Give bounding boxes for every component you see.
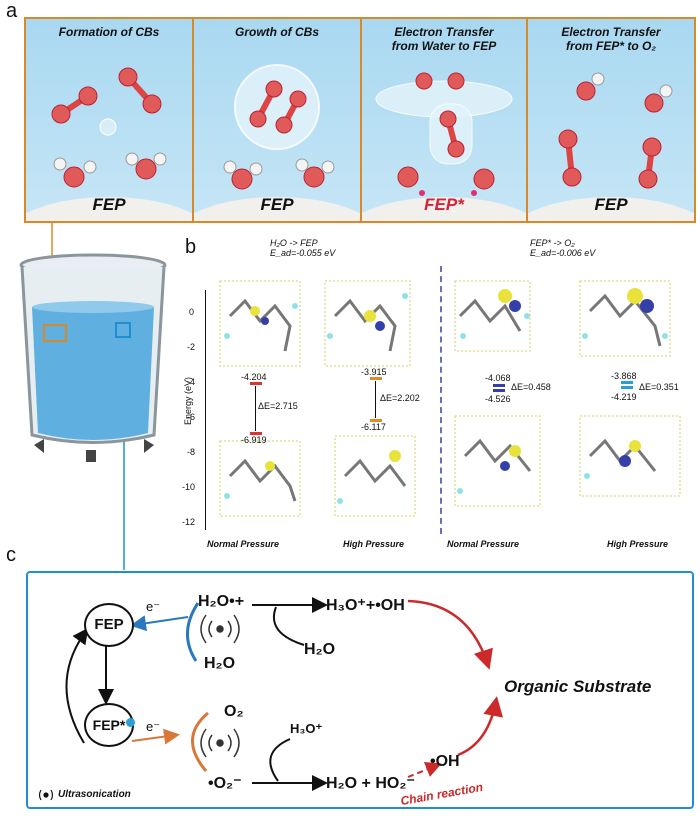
delta-e: ΔE=2.715 [258, 401, 298, 411]
level-upper [250, 382, 262, 385]
panel-b-energy-levels: H₂O -> FEP E_ad=-0.055 eV FEP* -> O₂ E_a… [175, 236, 695, 556]
adsorption-energy-1: E_ad=-0.055 eV [270, 248, 335, 258]
delta-e: ΔE=0.351 [639, 382, 679, 392]
electron-label-bottom: e⁻ [146, 719, 160, 735]
level-upper [370, 377, 382, 380]
h2o-reactant-2: H₂O [304, 641, 335, 659]
h2o-reactant: H₂O [204, 655, 235, 673]
level-lower-value: -6.919 [241, 435, 267, 445]
fep-node: FEP [84, 603, 134, 647]
h2o-ho2-products: H₂O + HO₂⁻ [326, 773, 415, 793]
oxygen: O₂ [224, 703, 244, 721]
adsorption-energy-2: E_ad=-0.006 eV [530, 248, 595, 258]
level-upper-value: -4.068 [485, 373, 511, 383]
condition-label: High Pressure [343, 539, 404, 549]
y-axis-line [205, 290, 206, 530]
superoxide-radical: •O₂⁻ [208, 773, 242, 793]
organic-substrate: Organic Substrate [504, 677, 651, 697]
electron-label-top: e⁻ [146, 599, 160, 615]
electron-dot [126, 718, 135, 727]
reaction-label-2: FEP* -> O₂ [530, 238, 595, 248]
condition-label: Normal Pressure [207, 539, 279, 549]
hydroxyl-radical: •OH [430, 753, 460, 771]
delta-e: ΔE=2.202 [380, 393, 420, 403]
level-upper-value: -3.868 [611, 371, 637, 381]
level-upper-value: -3.915 [361, 367, 387, 377]
h3o-plus-oh: H₃O⁺+•OH [326, 595, 405, 615]
y-tick: -6 [187, 412, 195, 422]
ultrasonic-beaker [8, 245, 178, 475]
level-upper [493, 384, 505, 387]
reaction-label-1: H₂O -> FEP [270, 238, 335, 248]
h2o-radical-cation: H₂O•+ [198, 593, 244, 611]
level-lower [621, 386, 633, 389]
condition-label: Normal Pressure [447, 539, 519, 549]
hydronium: H₃O⁺ [290, 721, 322, 737]
level-lower [493, 389, 505, 392]
level-upper-value: -4.204 [241, 372, 267, 382]
level-lower-value: -6.117 [361, 422, 386, 432]
y-tick: -2 [187, 342, 195, 352]
ultrasonication-label: Ultrasonication [58, 789, 131, 800]
y-tick: -12 [182, 517, 195, 527]
y-tick: 0 [189, 307, 194, 317]
panel-c-mechanism: FEP FEP* e⁻ e⁻ H₂O•+ H₃O⁺+•OH H₂O H₂O O₂… [26, 571, 694, 809]
condition-label: High Pressure [607, 539, 668, 549]
y-tick: -4 [187, 377, 195, 387]
delta-e: ΔE=0.458 [511, 382, 551, 392]
level-upper [621, 381, 633, 384]
level-lower-value: -4.219 [611, 392, 637, 402]
y-tick: -10 [182, 482, 195, 492]
level-lower-value: -4.526 [485, 394, 511, 404]
y-tick: -8 [187, 447, 195, 457]
